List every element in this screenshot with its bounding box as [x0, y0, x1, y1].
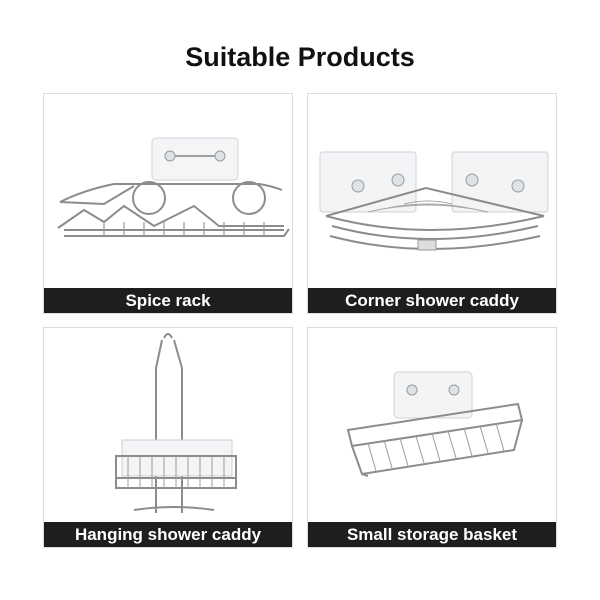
product-card-small-storage-basket[interactable]: Small storage basket — [307, 327, 557, 548]
corner-shower-caddy-image — [308, 94, 556, 288]
small-storage-basket-image — [308, 328, 556, 522]
product-card-corner-shower-caddy[interactable]: Corner shower caddy — [307, 93, 557, 314]
product-card-spice-rack[interactable]: Spice rack — [43, 93, 293, 314]
page-title: Suitable Products — [185, 42, 415, 72]
spice-rack-image — [44, 94, 292, 288]
product-label: Small storage basket — [308, 522, 556, 547]
hanging-shower-caddy-image — [44, 328, 292, 522]
product-card-hanging-shower-caddy[interactable]: Hanging shower caddy — [43, 327, 293, 548]
product-label: Hanging shower caddy — [44, 522, 292, 547]
product-label: Corner shower caddy — [308, 288, 556, 313]
product-label: Spice rack — [44, 288, 292, 313]
